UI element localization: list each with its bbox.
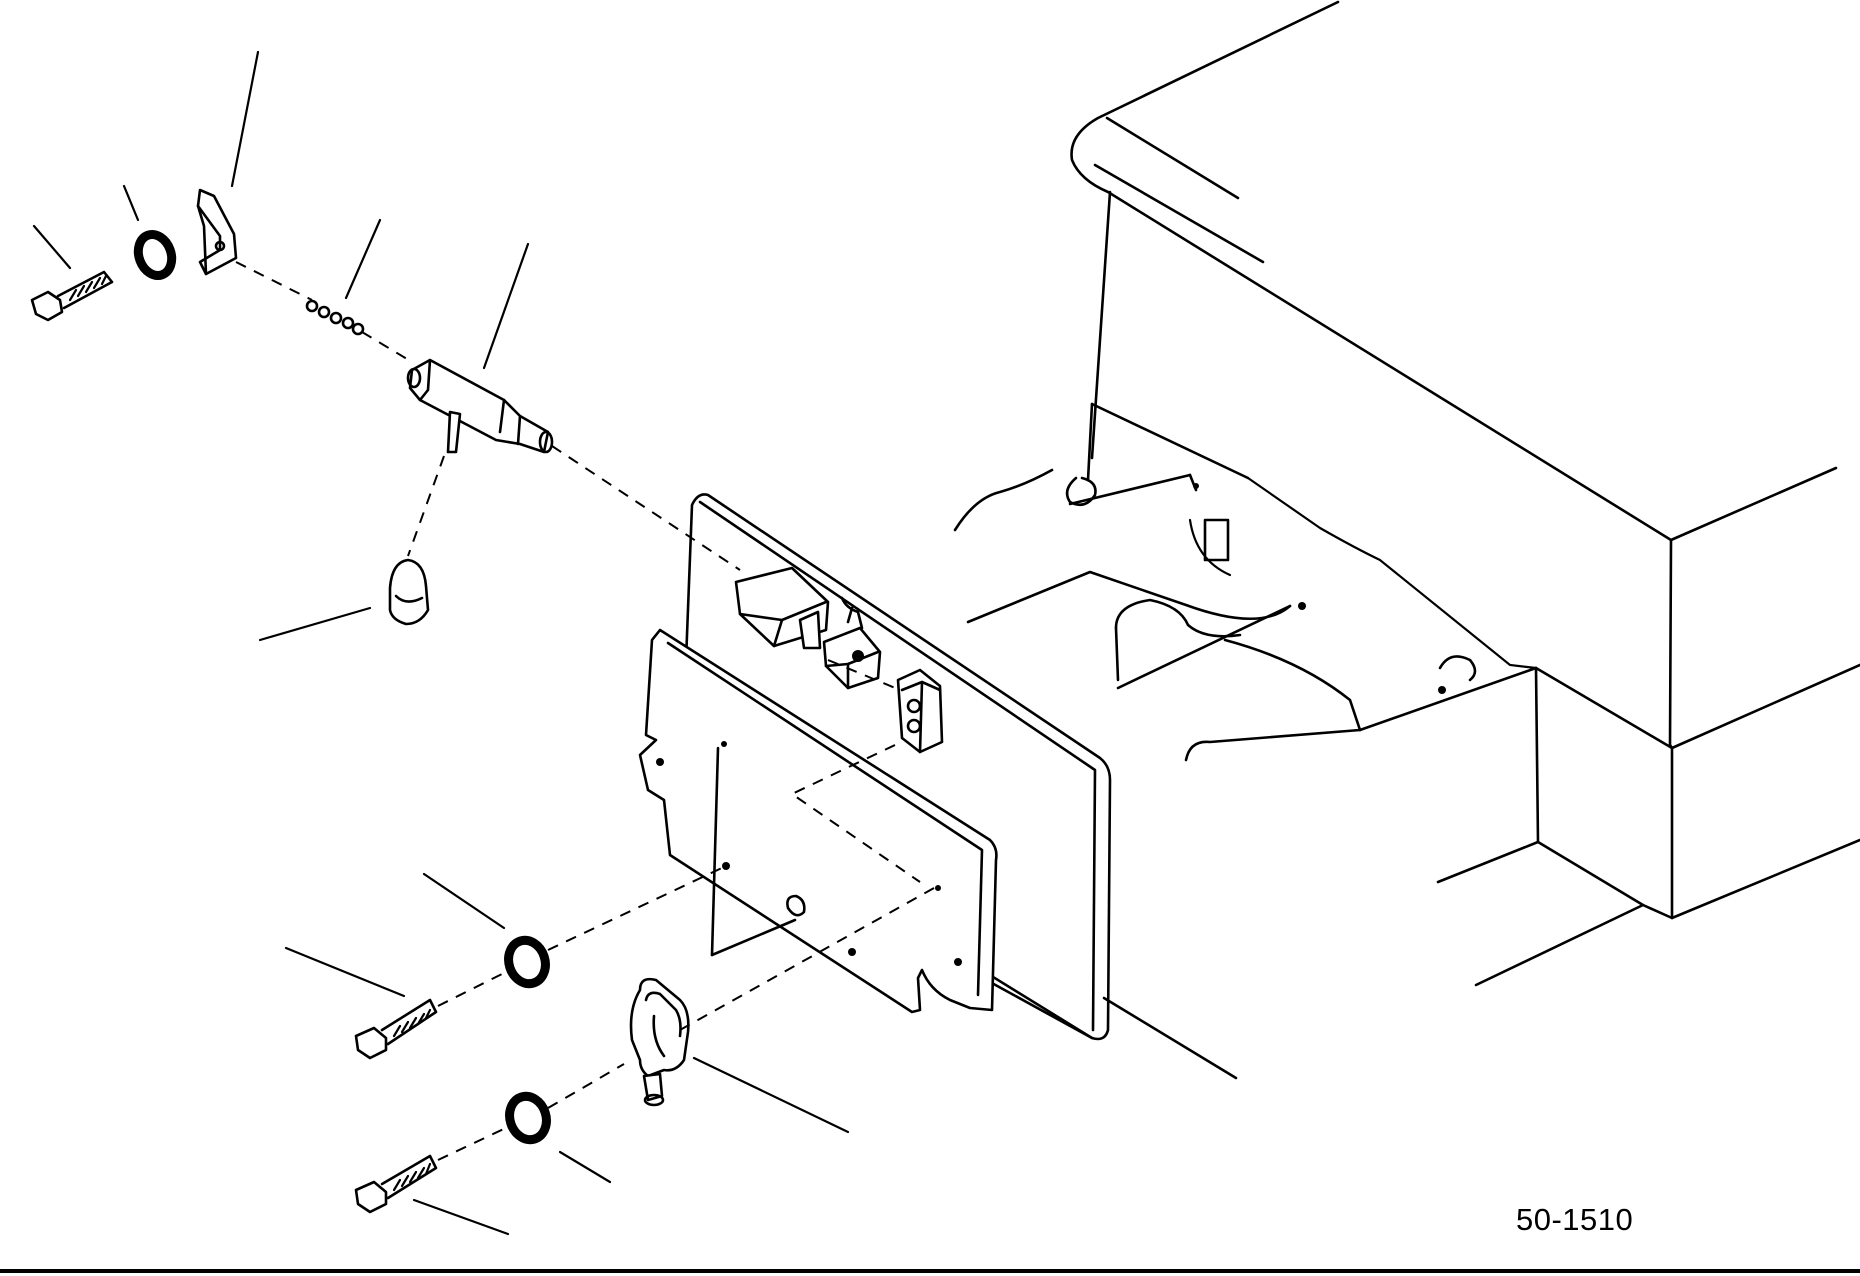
switch-icon [734, 566, 864, 650]
terminal-block [896, 668, 944, 754]
assembly-lines [235, 261, 935, 1161]
connector-plug-icon [629, 977, 690, 1107]
bolt-icon [30, 270, 114, 322]
figure-number: 50-1510 [1516, 1202, 1634, 1237]
bolt-lower-2-icon [354, 1154, 438, 1214]
knob-icon [388, 558, 430, 626]
bolt-lower-1-icon [354, 998, 438, 1060]
leader-lines [32, 50, 850, 1236]
clips-icon [305, 299, 365, 336]
connector-icon [822, 626, 882, 690]
shaft-icon [406, 358, 554, 454]
machine-body [953, 0, 1860, 987]
bracket-icon [196, 188, 238, 276]
washer-lower-2-icon [505, 1091, 551, 1145]
washer-icon [133, 230, 177, 280]
cover-plate [638, 628, 998, 1014]
washer-lower-1-icon [504, 935, 550, 989]
